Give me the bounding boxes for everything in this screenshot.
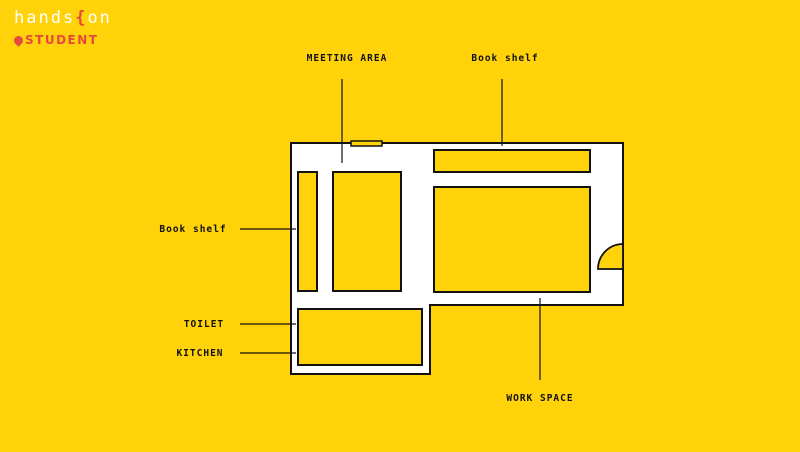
toilet-kitchen-area	[297, 308, 423, 366]
work-space-label: WORK SPACE	[506, 393, 573, 404]
kitchen-label: KITCHEN	[176, 348, 223, 359]
logo-word-end: on	[87, 8, 112, 28]
book-shelf-left-furniture	[297, 171, 318, 292]
meeting-area-label: MEETING AREA	[307, 53, 388, 64]
hands-on-student-logo: hands{on STUDENT	[12, 10, 112, 47]
logo-subtitle-row: STUDENT	[12, 33, 112, 47]
logo-wordmark: hands{on	[14, 10, 112, 27]
book-shelf-top-furniture	[433, 149, 591, 173]
work-space-area	[433, 186, 591, 293]
logo-word-start: hands	[14, 8, 76, 28]
logo-brace: {	[75, 8, 88, 28]
logo-subtitle: STUDENT	[25, 33, 99, 47]
toilet-label: TOILET	[184, 319, 224, 330]
meeting-table	[332, 171, 402, 292]
book-shelf-top-label: Book shelf	[471, 53, 538, 64]
book-shelf-left-label: Book shelf	[159, 224, 226, 235]
top-window	[350, 140, 383, 147]
door	[597, 243, 624, 270]
